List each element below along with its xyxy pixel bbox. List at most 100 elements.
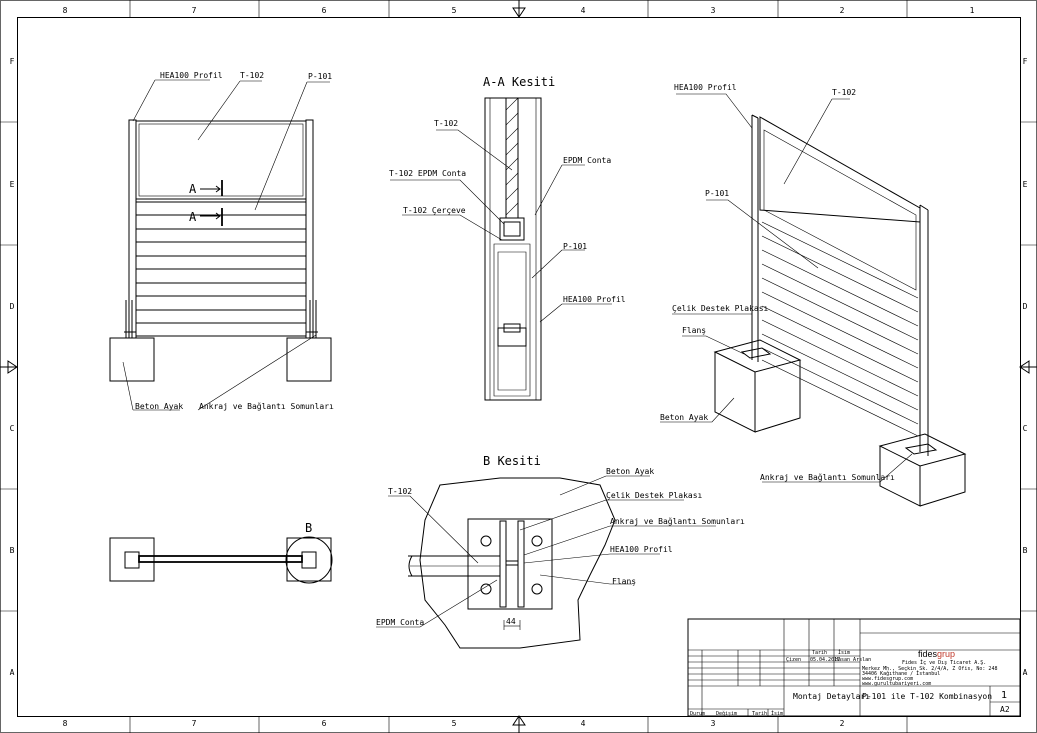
front-label-ankraj: Ankraj ve Bağlantı Somunları [199, 402, 334, 411]
iso-t102-frame [759, 116, 921, 223]
tb-row-ciz: Çizen [786, 657, 801, 663]
tb-rev-isim: İsim [771, 710, 783, 717]
b-label-t102: T-102 [388, 487, 412, 496]
grid-col-top: 7 [192, 6, 197, 15]
iso-label-plate: Çelik Destek Plakası [672, 304, 769, 313]
grid-row-left: D [10, 302, 15, 311]
iso-leaders [660, 93, 913, 483]
section-aa-leaders [390, 129, 612, 323]
front-elevation-view: A A HEA100 Profil T-102 P-101 Beton Ayak… [109, 71, 334, 411]
iso-label-hea100: HEA100 Profil [674, 83, 737, 92]
b-label-flans: Flanş [612, 577, 636, 586]
iso-t102-glass [763, 129, 917, 291]
grid-col-top: 2 [840, 6, 845, 15]
tb-drawing-title: Montaj Detayları [793, 692, 870, 701]
section-b-title: B Kesiti [483, 454, 541, 468]
b-label-plate: Çelik Destek Plakası [606, 491, 703, 500]
tb-sheet-size: A2 [1000, 705, 1010, 714]
grid-col-top: 5 [452, 6, 457, 15]
grid-col-bottom: 4 [581, 719, 586, 728]
aa-label-t102: T-102 [434, 119, 458, 128]
section-b-hea100-flange-b [517, 520, 525, 608]
section-aa-p101-profile [493, 243, 531, 397]
section-b-dimension-value: 44 [506, 617, 516, 626]
plan-panel [138, 555, 303, 563]
tb-date: 05.04.2017 [810, 657, 840, 663]
tb-sheet-no: 1 [1001, 690, 1007, 701]
title-block: Tarih İsim Çizen 05.04.2017 Hasan Arslan… [687, 618, 1021, 717]
grid-row-right: C [1023, 424, 1028, 433]
iso-label-ankraj: Ankraj ve Bağlantı Somunları [760, 473, 895, 482]
tb-drawing-subtitle: P-101 ile T-102 Kombinasyon [862, 692, 992, 701]
grid-row-left: F [10, 57, 15, 66]
section-aa-t102-glass [505, 97, 519, 219]
aa-label-epdm: EPDM Conta [563, 156, 611, 165]
detail-b-circle [285, 536, 333, 584]
isometric-view: HEA100 Profil T-102 P-101 Çelik Destek P… [660, 83, 967, 507]
section-marker-a-label: A [189, 210, 197, 224]
grid-col-bottom: 3 [711, 719, 716, 728]
plan-view: B [109, 521, 333, 584]
grid-col-top: 3 [711, 6, 716, 15]
b-label-hea100: HEA100 Profil [610, 545, 673, 554]
section-b-steel-plate [467, 518, 553, 610]
grid-row-left: E [10, 180, 15, 189]
tb-col-tarih: Tarih [812, 650, 827, 656]
front-label-hea100: HEA100 Profil [160, 71, 223, 80]
iso-base-plates [740, 347, 938, 455]
iso-label-t102: T-102 [832, 88, 856, 97]
front-p101-panels [136, 201, 306, 337]
section-b-view: B Kesiti 44 Beton Ayak Çelik Destek Plak… [376, 454, 745, 649]
grid-col-bottom: 7 [192, 719, 197, 728]
front-leaders [122, 79, 330, 411]
front-label-p101: P-101 [308, 72, 332, 81]
front-right-foundation [286, 337, 332, 382]
grid-row-right: D [1023, 302, 1028, 311]
grid-col-top: 8 [63, 6, 68, 15]
section-cut-arrows [200, 185, 221, 220]
aa-label-t102-frame: T-102 Çerçeve [403, 206, 466, 215]
section-aa-outer [484, 97, 542, 401]
section-b-dimension [503, 620, 521, 630]
iso-label-flans: Flanş [682, 326, 706, 335]
tb-address1: Merkez Mh., Seçkin Sk. 2/4/A, Z Ofis, No… [862, 666, 997, 672]
section-aa-view: A-A Kesiti T-102 T-102 EPDM Conta T-102 … [389, 75, 626, 401]
section-marker-a-label: A [189, 182, 197, 196]
tb-name: Hasan Arslan [835, 657, 871, 663]
section-b-anchor-bolts [480, 535, 543, 595]
iso-right-foundation [878, 433, 967, 507]
b-label-ankraj: Ankraj ve Bağlantı Somunları [610, 517, 745, 526]
grid-row-right: E [1023, 180, 1028, 189]
tb-rev-tarih: Tarih [752, 711, 767, 717]
section-b-hea100-flange-a [499, 520, 507, 608]
grid-row-left: B [10, 546, 15, 555]
tb-col-isim: İsim [838, 649, 850, 656]
b-label-epdm: EPDM Conta [376, 618, 424, 627]
front-t102-glass [138, 123, 304, 197]
iso-left-post [751, 114, 759, 362]
grid-col-bottom: 8 [63, 719, 68, 728]
front-t102-frame [135, 120, 307, 200]
iso-p101-panels [761, 221, 919, 437]
grid-row-left: C [10, 424, 15, 433]
section-b-leaders [376, 475, 716, 628]
plan-left-foundation [109, 537, 155, 582]
company-logo: fidesgrup [918, 649, 955, 659]
front-label-t102: T-102 [240, 71, 264, 80]
grid-col-bottom: 2 [840, 719, 845, 728]
section-b-concrete-outline [419, 477, 616, 649]
iso-left-foundation [713, 339, 802, 433]
tb-web2: www.gurultubariyeri.com [862, 681, 931, 687]
iso-label-beton: Beton Ayak [660, 413, 708, 422]
tb-address2: 34406 Kağıthane / İstanbul [862, 670, 940, 677]
front-label-beton: Beton Ayak [135, 402, 183, 411]
tb-company-name: Fides İç ve Dış Ticaret A.Ş. [902, 659, 986, 666]
tb-rev-degisim: Değişim [716, 710, 737, 717]
aa-label-hea100: HEA100 Profil [563, 295, 626, 304]
section-aa-title: A-A Kesiti [483, 75, 555, 89]
grid-row-right: B [1023, 546, 1028, 555]
section-aa-t102-frame [499, 217, 525, 241]
front-base-plates [124, 300, 318, 338]
grid-col-top: 6 [322, 6, 327, 15]
